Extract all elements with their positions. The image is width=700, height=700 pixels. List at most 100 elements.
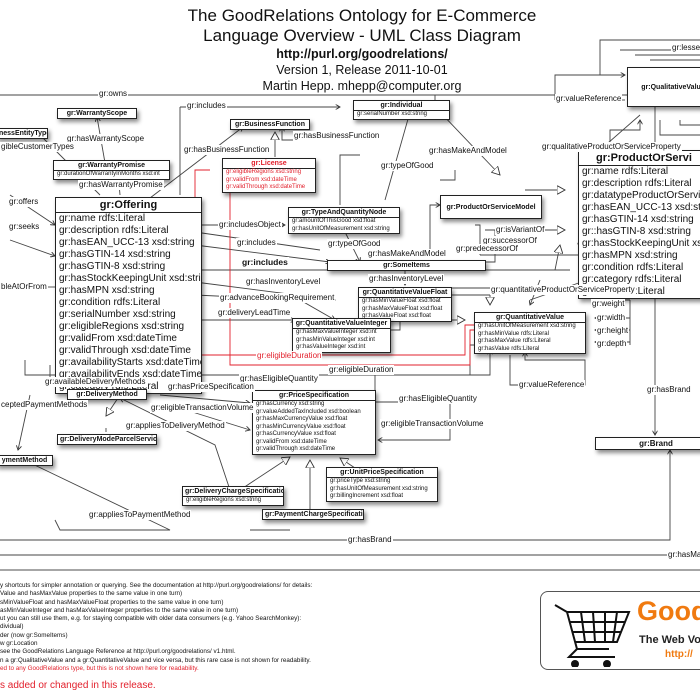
class-attribute: gr:hasMaxCurrencyValue xsd:float	[256, 416, 348, 422]
class-attribute: gr:hasMaxValue rdfs:Literal	[478, 338, 551, 344]
label-eligible-duration: gr:eligibleDuration	[328, 365, 395, 375]
class-type-and-quantity-node[interactable]: gr:TypeAndQuantityNode gr:amountOfThisGo…	[288, 207, 400, 234]
author-text: Martin Hepp. mhepp@computer.org	[262, 79, 462, 93]
label-has-manufacturer: gr:hasMa	[667, 550, 700, 560]
class-price-specification[interactable]: gr:PriceSpecification gr:hasCurrency xsd…	[252, 390, 376, 455]
class-attribute: gr:validThrough xsd:dateTime	[256, 446, 336, 452]
class-attribute: gr:hasGTIN-14 xsd:string	[582, 214, 694, 225]
class-qualitative-value[interactable]: gr:QualitativeValue	[627, 67, 700, 107]
label-value-reference-bottom: gr:valueReference	[518, 380, 586, 390]
class-attribute: gr:hasValueInteger xsd:int	[296, 344, 366, 350]
class-attributes: gr:durationOfWarrantyInMonths xsd:int	[54, 171, 169, 179]
class-product-or-service-model[interactable]: gr:ProductOrServiceModel	[440, 195, 542, 219]
class-unit-price-specification[interactable]: gr:UnitPriceSpecification gr:priceType x…	[326, 467, 438, 502]
label-accepted-payment-methods: ceptedPaymentMethods	[0, 400, 89, 410]
class-warranty-promise[interactable]: gr:WarrantyPromise gr:durationOfWarranty…	[53, 160, 170, 180]
class-delivery-method[interactable]: gr:DeliveryMethod	[67, 389, 147, 400]
class-attribute: gr:hasGTIN-14 xsd:string	[59, 249, 171, 260]
class-attribute: gr:condition rdfs:Literal	[59, 297, 161, 308]
footnote-line: ut you can still use them, e.g. for stay…	[0, 615, 302, 623]
class-name: gr:QuantitativeValue	[475, 313, 585, 323]
class-attribute: gr:validFrom xsd:dateTime	[226, 176, 297, 183]
ontology-url[interactable]: http://purl.org/goodrelations/	[276, 47, 448, 61]
label-predecessor-of: gr:predecessorOf	[455, 244, 519, 254]
footnotes: y shortcuts for simpler annotation or qu…	[0, 582, 312, 673]
class-name: gr:License	[223, 159, 315, 169]
class-attribute: gr:hasGTIN-8 xsd:string	[59, 261, 166, 272]
class-name: gr:UnitPriceSpecification	[327, 468, 437, 478]
class-attribute: gr:eligibleRegions xsd:string	[59, 321, 185, 332]
class-name: gr:TypeAndQuantityNode	[289, 208, 399, 218]
class-attribute: gr:datatypeProductOrServiceP	[582, 190, 700, 201]
class-quantitative-value-integer[interactable]: gr:QuantitativeValueInteger gr:hasMaxVal…	[292, 318, 391, 353]
class-attribute: gr:hasMinCurrencyValue xsd:float	[256, 423, 346, 430]
footnote-line: asMinValueInteger and hasMaxValueInteger…	[0, 606, 239, 614]
class-attribute: gr:validFrom xsd:dateTime	[256, 438, 327, 445]
label-width: gr:width	[596, 313, 627, 323]
class-name: gr:SomeItems	[383, 262, 430, 269]
class-business-entity-type[interactable]: nessEntityType	[0, 128, 48, 139]
class-name: gr:BusinessFunction	[234, 121, 305, 128]
class-some-items[interactable]: gr:SomeItems	[327, 260, 486, 271]
footnote-line: sMinValueFloat and hasMaxValueFloat prop…	[0, 598, 224, 606]
class-attribute: gr:hasEAN_UCC-13 xsd:string	[582, 202, 700, 213]
class-attribute: gr:eligibleRegions xsd:string	[226, 169, 302, 175]
label-includes-top: gr:includes	[186, 101, 227, 111]
class-delivery-charge-specification[interactable]: gr:DeliveryChargeSpecification gr:eligib…	[182, 486, 284, 506]
class-payment-method[interactable]: ymentMethod	[0, 455, 53, 466]
class-attribute: gr:condition rdfs:Literal	[582, 262, 684, 273]
footnote-line: Value and hasMaxValue properties to the …	[0, 590, 183, 598]
class-name: gr:QuantitativeValueFloat	[359, 288, 451, 298]
class-attribute: gr:priceType xsd:string	[330, 478, 391, 484]
label-applies-to-payment-method: gr:appliesToPaymentMethod	[88, 510, 192, 520]
label-has-business-function: gr:hasBusinessFunction	[293, 131, 381, 141]
class-attributes: gr:serialNumber xsd:string	[354, 111, 449, 119]
class-payment-charge-specification[interactable]: gr:PaymentChargeSpecification	[262, 509, 364, 520]
class-license[interactable]: gr:License gr:eligibleRegions xsd:string…	[222, 158, 316, 193]
label-is-variant-of: gr:isVariantOf	[495, 225, 546, 235]
label-seeks: gr:seeks	[8, 222, 41, 232]
class-name: gr:Individual	[354, 101, 449, 111]
class-business-function[interactable]: gr:BusinessFunction	[230, 119, 310, 130]
label-includes-object: gr:includesObject	[218, 220, 282, 230]
label-value-reference-top: gr:valueReference	[555, 94, 623, 104]
label-available-delivery-methods: gr:availableDeliveryMethods	[44, 377, 147, 387]
goodrelations-logo[interactable]: Good The Web Vo http://	[540, 591, 700, 670]
class-name: ymentMethod	[1, 457, 48, 464]
label-eligible-customer-types: gibleCustomerTypes	[0, 142, 75, 152]
label-weight: gr:weight	[591, 299, 626, 309]
class-attribute: gr:serialNumber xsd:string	[357, 111, 428, 117]
label-has-warranty-scope: gr:hasWarrantyScope	[66, 134, 146, 144]
class-attribute: gr:description rdfs:Literal	[59, 225, 169, 236]
footnote-line: w gr:Location	[0, 640, 38, 648]
class-name: gr:QualitativeValue	[641, 83, 700, 91]
class-attribute: gr:hasMinValueFloat xsd:float	[362, 298, 441, 304]
class-attribute: gr:hasMPN xsd:string	[582, 250, 678, 261]
label-owns: gr:owns	[98, 89, 129, 99]
label-has-eligible-quantity-left: gr:hasEligibleQuantity	[239, 374, 319, 384]
footnote-line: y shortcuts for simpler annotation or qu…	[0, 582, 313, 589]
class-quantitative-value[interactable]: gr:QuantitativeValue gr:hasUnitOfMeasure…	[474, 312, 586, 354]
class-attribute: gr:hasStockKeepingUnit xsd:string	[59, 273, 202, 284]
class-brand[interactable]: gr:Brand	[595, 437, 700, 450]
logo-brand: Good	[637, 596, 700, 626]
class-quantitative-value-float[interactable]: gr:QuantitativeValueFloat gr:hasMinValue…	[358, 287, 452, 322]
class-attribute: gr:hasMinValueInteger xsd:int	[296, 336, 375, 343]
class-attribute: gr:hasValueFloat xsd:float	[362, 313, 431, 319]
class-warranty-scope[interactable]: gr:WarrantyScope	[57, 108, 137, 119]
label-advance-booking-requirement: gr:advanceBookingRequirement	[219, 293, 336, 303]
class-individual[interactable]: gr:Individual gr:serialNumber xsd:string	[353, 100, 450, 120]
class-attribute: gr:eligibleRegions xsd:string	[186, 497, 262, 503]
class-attribute: gr:hasMinValue rdfs:Literal	[478, 330, 549, 337]
label-depth: gr:depth	[596, 339, 628, 349]
class-delivery-mode-parcel-service[interactable]: gr:DeliveryModeParcelService	[57, 434, 157, 445]
class-name: gr:PaymentChargeSpecification	[265, 511, 364, 518]
logo-url[interactable]: http://	[665, 649, 693, 660]
